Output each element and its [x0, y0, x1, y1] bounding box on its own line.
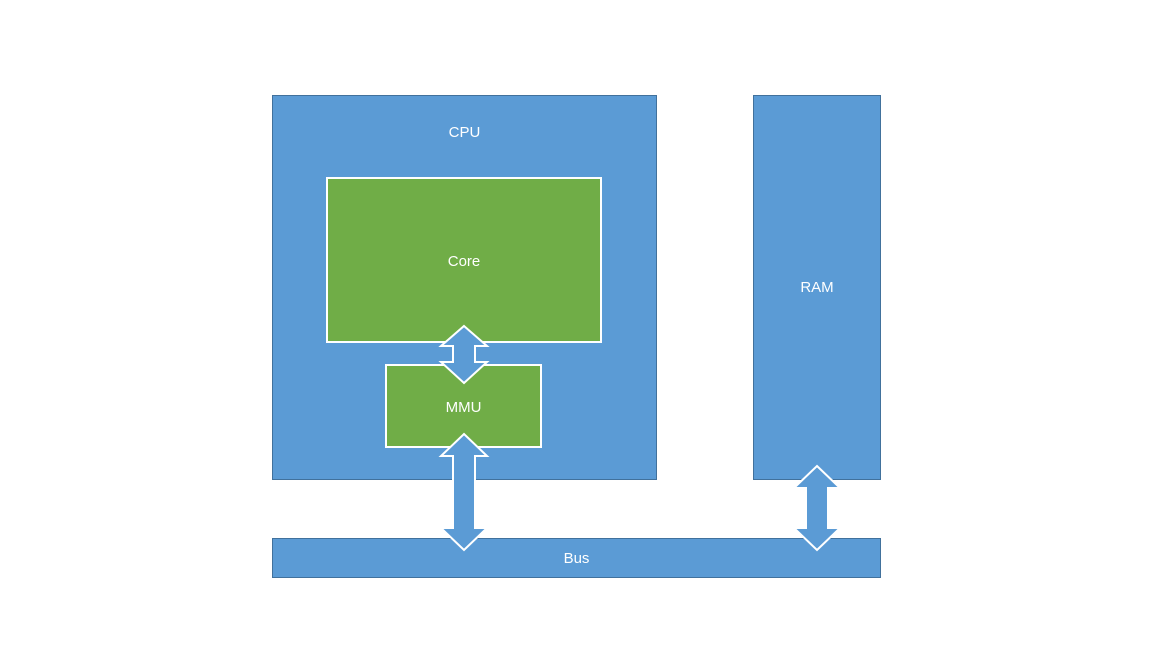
ram-bus-arrow: [791, 464, 843, 552]
mmu-label: MMU: [445, 399, 482, 416]
core-label: Core: [447, 253, 481, 270]
ram-block: RAM: [753, 95, 881, 480]
bus-block: Bus: [272, 538, 881, 578]
mmu-bus-arrow: [438, 432, 490, 552]
cpu-label: CPU: [448, 124, 481, 141]
bus-label: Bus: [563, 550, 590, 567]
core-mmu-arrow: [438, 324, 490, 385]
ram-label: RAM: [800, 279, 834, 296]
